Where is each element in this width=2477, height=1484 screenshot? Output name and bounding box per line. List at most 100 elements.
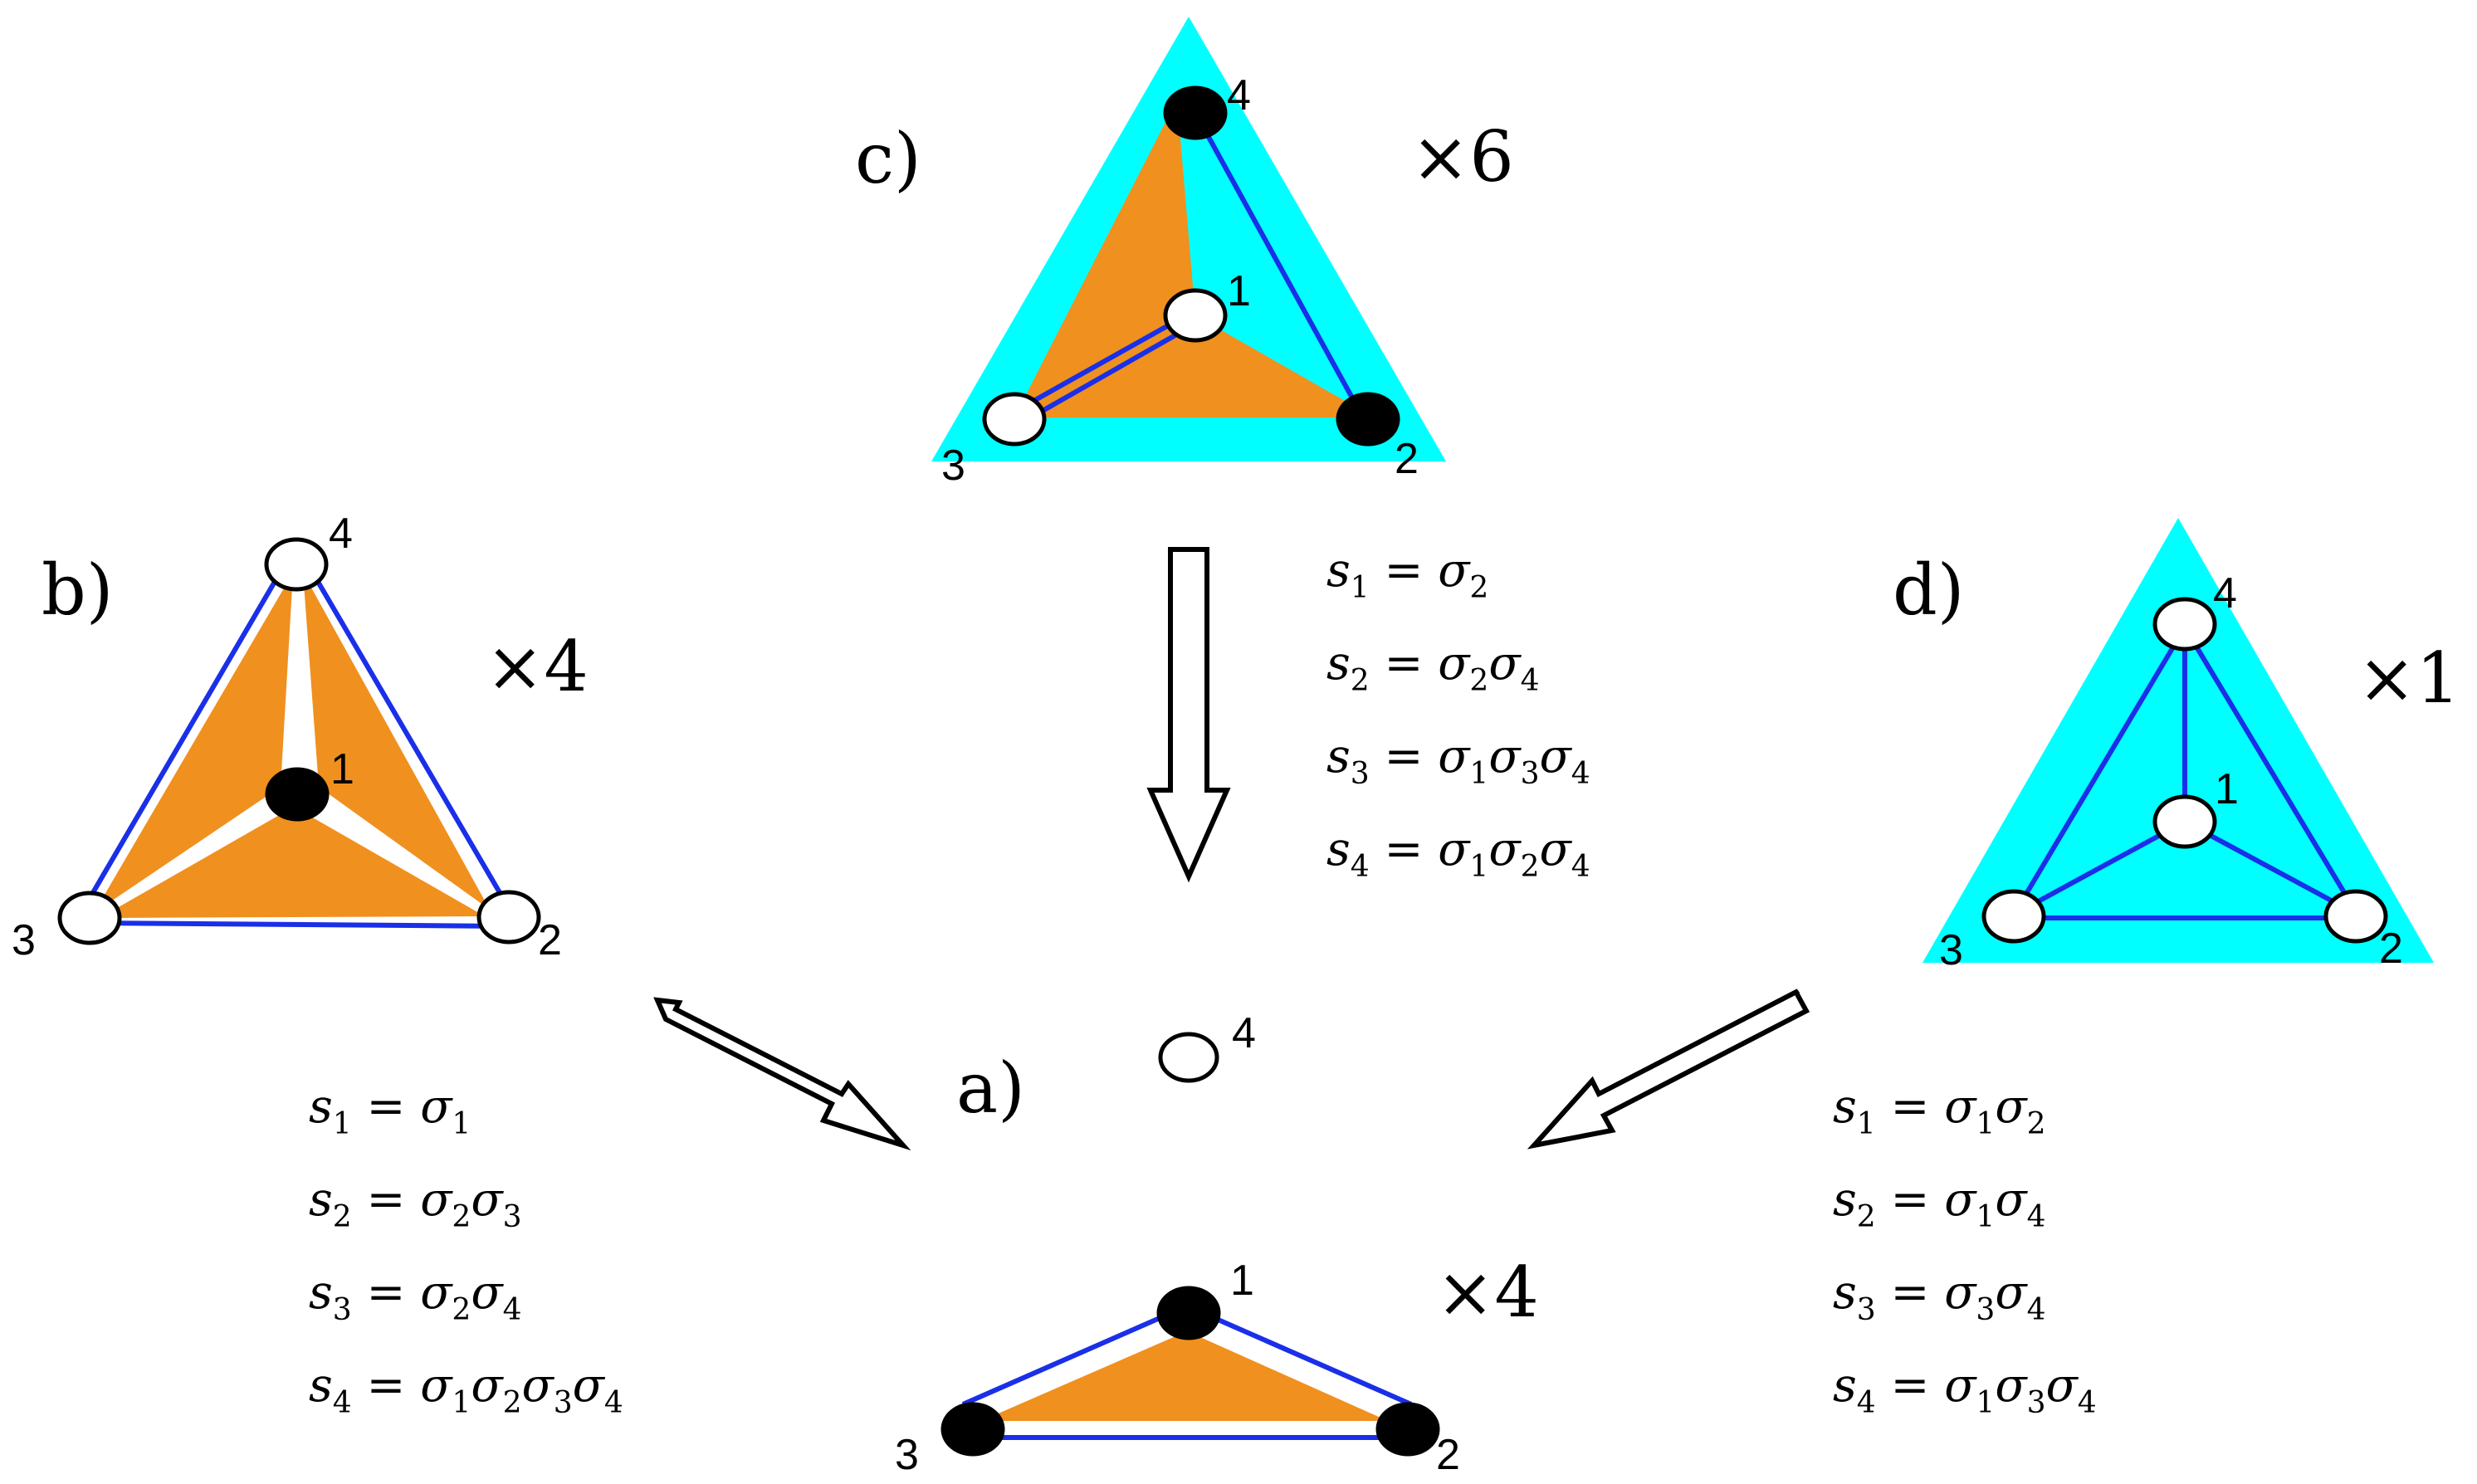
panel-b-edge-4-2a [306, 564, 512, 911]
eq-lhs-symbol: s [1833, 1266, 1857, 1320]
panel-b-vertex-1 [265, 767, 330, 822]
panel-d: 4 1 3 2 d) ×1 [1893, 518, 2460, 974]
panel-b-edge-3-2a [89, 920, 509, 929]
panel-c-label: c) [855, 118, 921, 199]
panel-c-vertex-3 [982, 392, 1047, 447]
eq-lhs-subscript: 3 [1351, 757, 1370, 791]
panel-d-vertex-4-label: 4 [2213, 569, 2237, 618]
eq-rhs-subscript: 2 [1469, 571, 1488, 605]
eq-rhs-symbol: σ [1488, 637, 1522, 691]
panel-c-face-bottom [1014, 315, 1374, 417]
eq-rhs-symbol: σ [1944, 1080, 1977, 1134]
eq-lhs-subscript: 1 [1857, 1107, 1876, 1141]
panel-a-vertex-4-label: 4 [1232, 1009, 1256, 1057]
panel-b-vertex-1-label: 1 [330, 745, 354, 793]
panel-b-edge-4-3a [81, 564, 286, 911]
panel-a: 4 1 3 2 a) ×4 [895, 1009, 1539, 1479]
eq-rhs-symbol: σ [420, 1266, 453, 1320]
eq-equals-sign: = [1370, 823, 1439, 876]
panel-c-edge-4-2 [1193, 111, 1366, 419]
eq-rhs-symbol: σ [1438, 730, 1471, 783]
panel-a-vertex-1 [1156, 1286, 1221, 1340]
eq-rhs-subscript: 4 [2027, 1200, 2046, 1234]
equation-d-3: s3 = σ3σ4 [1833, 1266, 2045, 1327]
eq-lhs-symbol: s [309, 1173, 333, 1227]
equation-c-1: s1 = σ2 [1326, 544, 1488, 605]
eq-rhs-symbol: σ [2045, 1359, 2079, 1413]
eq-lhs-subscript: 3 [1857, 1293, 1876, 1327]
eq-lhs-subscript: 4 [333, 1386, 352, 1420]
eq-lhs-symbol: s [309, 1266, 333, 1320]
eq-rhs-subscript: 2 [503, 1386, 522, 1420]
eq-rhs-subscript: 1 [1976, 1107, 1995, 1141]
panel-c-vertex-1 [1163, 288, 1228, 343]
panel-c-vertex-2-label: 2 [1395, 435, 1419, 483]
panel-d-vertex-2-label: 2 [2379, 925, 2403, 973]
eq-rhs-subscript: 2 [1469, 664, 1488, 698]
eq-rhs-symbol: σ [420, 1173, 453, 1227]
panel-b-multiplicity: ×4 [486, 626, 589, 707]
eq-rhs-subscript: 4 [1521, 664, 1540, 698]
panel-b-vertex-2-label: 2 [538, 916, 562, 964]
eq-rhs-symbol: σ [1438, 544, 1471, 598]
equation-b-2: s2 = σ2σ3 [309, 1173, 521, 1234]
eq-lhs-subscript: 4 [1351, 850, 1370, 884]
eq-lhs-symbol: s [309, 1359, 333, 1413]
panel-a-vertex-3-label: 3 [895, 1431, 919, 1479]
eq-rhs-symbol: σ [1438, 637, 1471, 691]
eq-rhs-symbol: σ [1488, 823, 1522, 876]
eq-lhs-symbol: s [1833, 1080, 1857, 1134]
panel-b-vertex-2 [476, 890, 541, 945]
eq-rhs-symbol: σ [420, 1359, 453, 1413]
eq-rhs-subscript: 2 [452, 1200, 471, 1234]
panel-d-edge-1-2 [2183, 819, 2359, 917]
eq-equals-sign: = [352, 1359, 421, 1413]
eq-lhs-symbol: s [1833, 1173, 1857, 1227]
panel-c-vertex-4 [1163, 85, 1228, 140]
panel-a-face [981, 1331, 1388, 1421]
eq-equals-sign: = [1370, 544, 1439, 598]
equation-c-4: s4 = σ1σ2σ4 [1326, 823, 1590, 884]
panel-a-label: a) [956, 1047, 1025, 1129]
arrow-d-to-a [1527, 989, 1810, 1150]
panel-a-edge-1-3 [961, 1307, 1180, 1407]
eq-rhs-symbol: σ [1944, 1359, 1977, 1413]
eq-rhs-symbol: σ [1995, 1080, 2028, 1134]
equation-d-2: s2 = σ1σ4 [1833, 1173, 2045, 1234]
eq-rhs-subscript: 4 [2027, 1293, 2046, 1327]
eq-equals-sign: = [1876, 1266, 1945, 1320]
eq-rhs-symbol: σ [1539, 730, 1572, 783]
panel-b: 4 1 3 2 b) ×4 [12, 510, 589, 964]
panel-b-face-bottom [100, 807, 485, 918]
panel-d-vertex-4 [2152, 597, 2217, 652]
eq-rhs-subscript: 1 [1976, 1200, 1995, 1234]
eq-lhs-subscript: 2 [1351, 664, 1370, 698]
eq-lhs-subscript: 4 [1857, 1386, 1876, 1420]
panel-d-vertex-1-label: 1 [2215, 765, 2239, 813]
panel-b-vertex-3 [57, 891, 122, 945]
panel-a-vertex-3 [940, 1402, 1005, 1457]
eq-rhs-subscript: 3 [1976, 1293, 1995, 1327]
panel-d-vertex-1 [2152, 794, 2217, 849]
eq-equals-sign: = [1876, 1359, 1945, 1413]
eq-rhs-subscript: 3 [503, 1200, 522, 1234]
eq-rhs-symbol: σ [1995, 1173, 2028, 1227]
panel-b-face-right [303, 573, 490, 910]
panel-a-vertex-4 [1158, 1032, 1219, 1083]
eq-rhs-subscript: 1 [1469, 757, 1488, 791]
eq-rhs-symbol: σ [1944, 1266, 1977, 1320]
eq-equals-sign: = [1876, 1173, 1945, 1227]
panel-a-edge-1-2 [1194, 1307, 1413, 1407]
panel-d-edge-1-3 [2012, 819, 2186, 917]
eq-rhs-symbol: σ [471, 1266, 504, 1320]
eq-lhs-subscript: 1 [333, 1107, 352, 1141]
eq-equals-sign: = [352, 1080, 421, 1134]
panel-c-vertex-3-label: 3 [941, 442, 965, 490]
panel-c-multiplicity: ×6 [1411, 116, 1514, 198]
eq-lhs-symbol: s [309, 1080, 333, 1134]
eq-rhs-subscript: 3 [2027, 1386, 2046, 1420]
eq-lhs-symbol: s [1326, 823, 1351, 876]
arrow-c-to-a [1146, 547, 1231, 883]
